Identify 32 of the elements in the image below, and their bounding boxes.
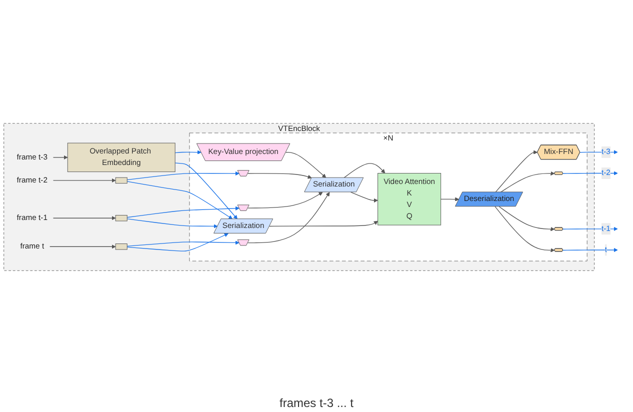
node-trapezoid bbox=[237, 239, 250, 246]
arrow bbox=[248, 192, 330, 244]
arrow bbox=[126, 181, 233, 220]
arrow bbox=[269, 220, 378, 227]
arrow bbox=[344, 163, 386, 178]
arrow bbox=[126, 206, 240, 218]
node-box bbox=[115, 214, 128, 222]
arrow bbox=[495, 150, 538, 193]
arrow bbox=[248, 192, 323, 208]
arrow bbox=[126, 218, 218, 228]
arrow bbox=[52, 155, 68, 160]
node-trapezoid bbox=[237, 170, 250, 176]
arrow bbox=[498, 206, 555, 232]
arrow bbox=[248, 173, 312, 179]
node-box bbox=[115, 244, 128, 250]
arrow bbox=[174, 150, 202, 154]
arrow bbox=[440, 197, 460, 202]
node-box bbox=[115, 177, 128, 184]
arrow bbox=[126, 233, 228, 252]
node-trapezoid bbox=[237, 204, 250, 211]
note-text: frames t-3 ... t bbox=[279, 396, 354, 410]
arrow bbox=[174, 162, 238, 220]
arrow bbox=[494, 206, 555, 252]
arrow bbox=[500, 171, 555, 193]
arrow bbox=[52, 216, 116, 220]
arrow bbox=[126, 171, 240, 180]
arrow bbox=[350, 192, 378, 203]
arrow bbox=[52, 178, 116, 183]
arrow bbox=[126, 240, 240, 247]
arrow bbox=[562, 248, 618, 252]
arrow bbox=[50, 244, 116, 249]
arrow bbox=[286, 152, 326, 178]
